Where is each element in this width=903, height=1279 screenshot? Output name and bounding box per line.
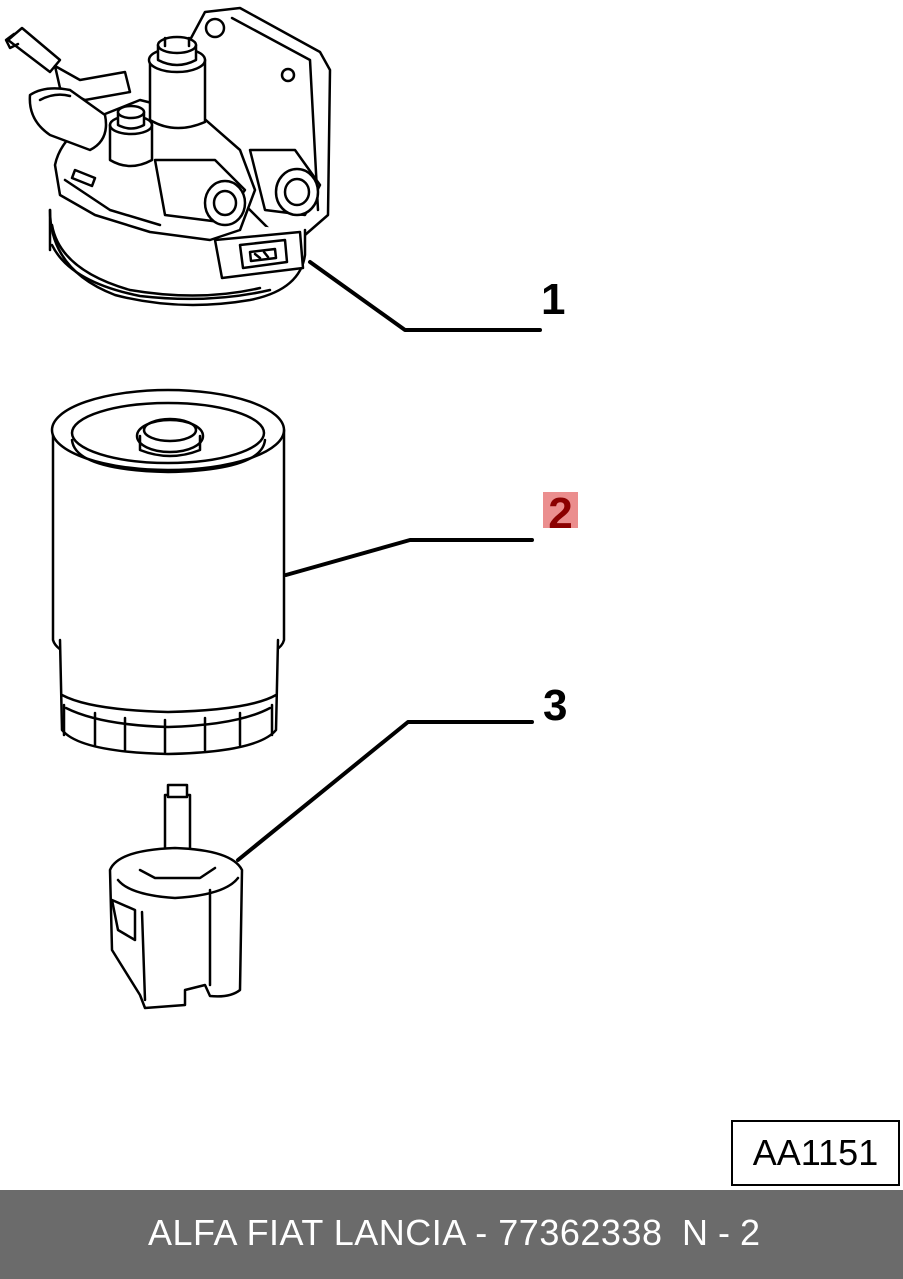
leader-line-3: [236, 720, 534, 862]
footer-bar: ALFA FIAT LANCIA - 77362338 N - 2: [0, 1190, 903, 1279]
leader-line-2: [284, 538, 534, 577]
leader-lines: [236, 260, 542, 862]
leader-line-1: [308, 260, 542, 332]
footer-part-text: ALFA FIAT LANCIA - 77362338: [148, 1212, 663, 1253]
reference-code-box: AA1151: [731, 1120, 900, 1186]
filter-cartridge-drawing: [50, 388, 286, 756]
highlight-marker: [543, 492, 578, 528]
callout-label-1: 1: [541, 275, 566, 324]
callout-label-2-highlighted: 2: [543, 492, 578, 536]
callout-label-2: 2: [548, 489, 573, 538]
footer-page-number: N - 2: [682, 1212, 761, 1253]
callout-label-3: 3: [543, 681, 568, 730]
reference-code: AA1151: [752, 1132, 879, 1173]
parts-diagram: [4, 6, 542, 1010]
filter-head-drawing: [4, 6, 332, 307]
sensor-drawing: [108, 783, 244, 1010]
